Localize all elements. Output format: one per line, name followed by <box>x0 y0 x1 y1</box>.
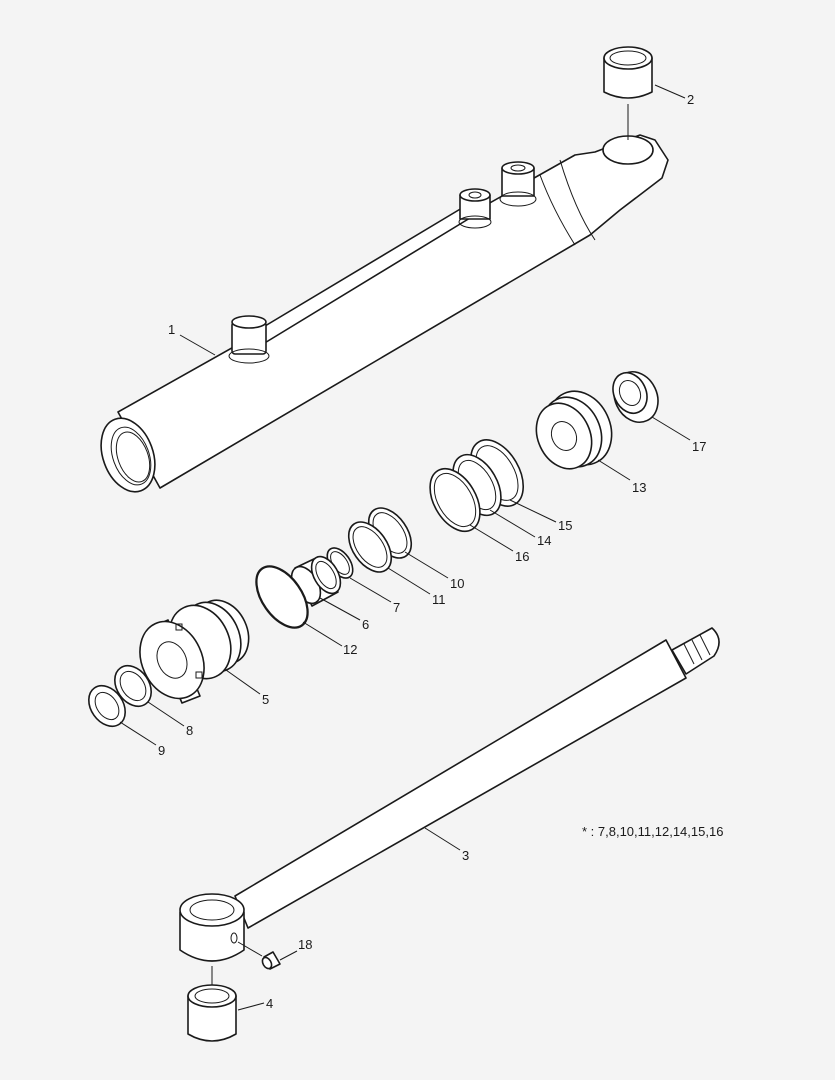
leader-14 <box>489 509 536 538</box>
callout-18: 18 <box>298 937 312 952</box>
leader-16 <box>469 524 514 552</box>
leader-9 <box>119 721 157 746</box>
callout-2: 2 <box>687 92 694 107</box>
leader-11 <box>387 567 431 595</box>
axis-line-18 <box>237 941 263 957</box>
part-4-bushing <box>187 984 237 1042</box>
callout-3: 3 <box>462 848 469 863</box>
callout-9: 9 <box>158 743 165 758</box>
leader-15 <box>509 499 557 523</box>
part-11-ring <box>347 521 393 573</box>
leader-5 <box>225 669 261 695</box>
leader-17 <box>651 416 691 441</box>
part-3-piston-rod <box>179 627 720 962</box>
leader-4 <box>237 1002 265 1011</box>
callout-15: 15 <box>558 518 572 533</box>
callout-1: 1 <box>168 322 175 337</box>
leader-7 <box>349 577 392 603</box>
part-18-set-screw <box>261 951 281 970</box>
part-12-ring <box>255 565 309 629</box>
part-5-gland <box>139 599 250 704</box>
callout-17: 17 <box>692 439 706 454</box>
part-9-wiper <box>88 684 126 728</box>
leader-13 <box>597 459 631 481</box>
leader-3 <box>424 827 461 851</box>
callout-5: 5 <box>262 692 269 707</box>
callout-12: 12 <box>343 642 357 657</box>
part-13-piston <box>535 390 613 470</box>
callout-7: 7 <box>393 600 400 615</box>
leader-12 <box>302 621 343 647</box>
callout-6: 6 <box>362 617 369 632</box>
callout-13: 13 <box>632 480 646 495</box>
leader-8 <box>147 701 185 727</box>
part-17-nut <box>612 371 659 423</box>
part-16-ring <box>429 467 481 533</box>
leader-2 <box>654 84 686 99</box>
part-1-cylinder-barrel <box>100 134 669 493</box>
part-2-bushing <box>603 46 653 99</box>
callout-4: 4 <box>266 996 273 1011</box>
callout-11: 11 <box>432 592 446 607</box>
callout-10: 10 <box>450 576 464 591</box>
callout-8: 8 <box>186 723 193 738</box>
leader-10 <box>404 551 449 579</box>
kit-note: * : 7,8,10,11,12,14,15,16 <box>582 824 723 839</box>
leader-18 <box>279 950 298 961</box>
leader-6 <box>319 597 361 621</box>
callout-16: 16 <box>515 549 529 564</box>
leader-1 <box>179 334 216 356</box>
callout-14: 14 <box>537 533 551 548</box>
